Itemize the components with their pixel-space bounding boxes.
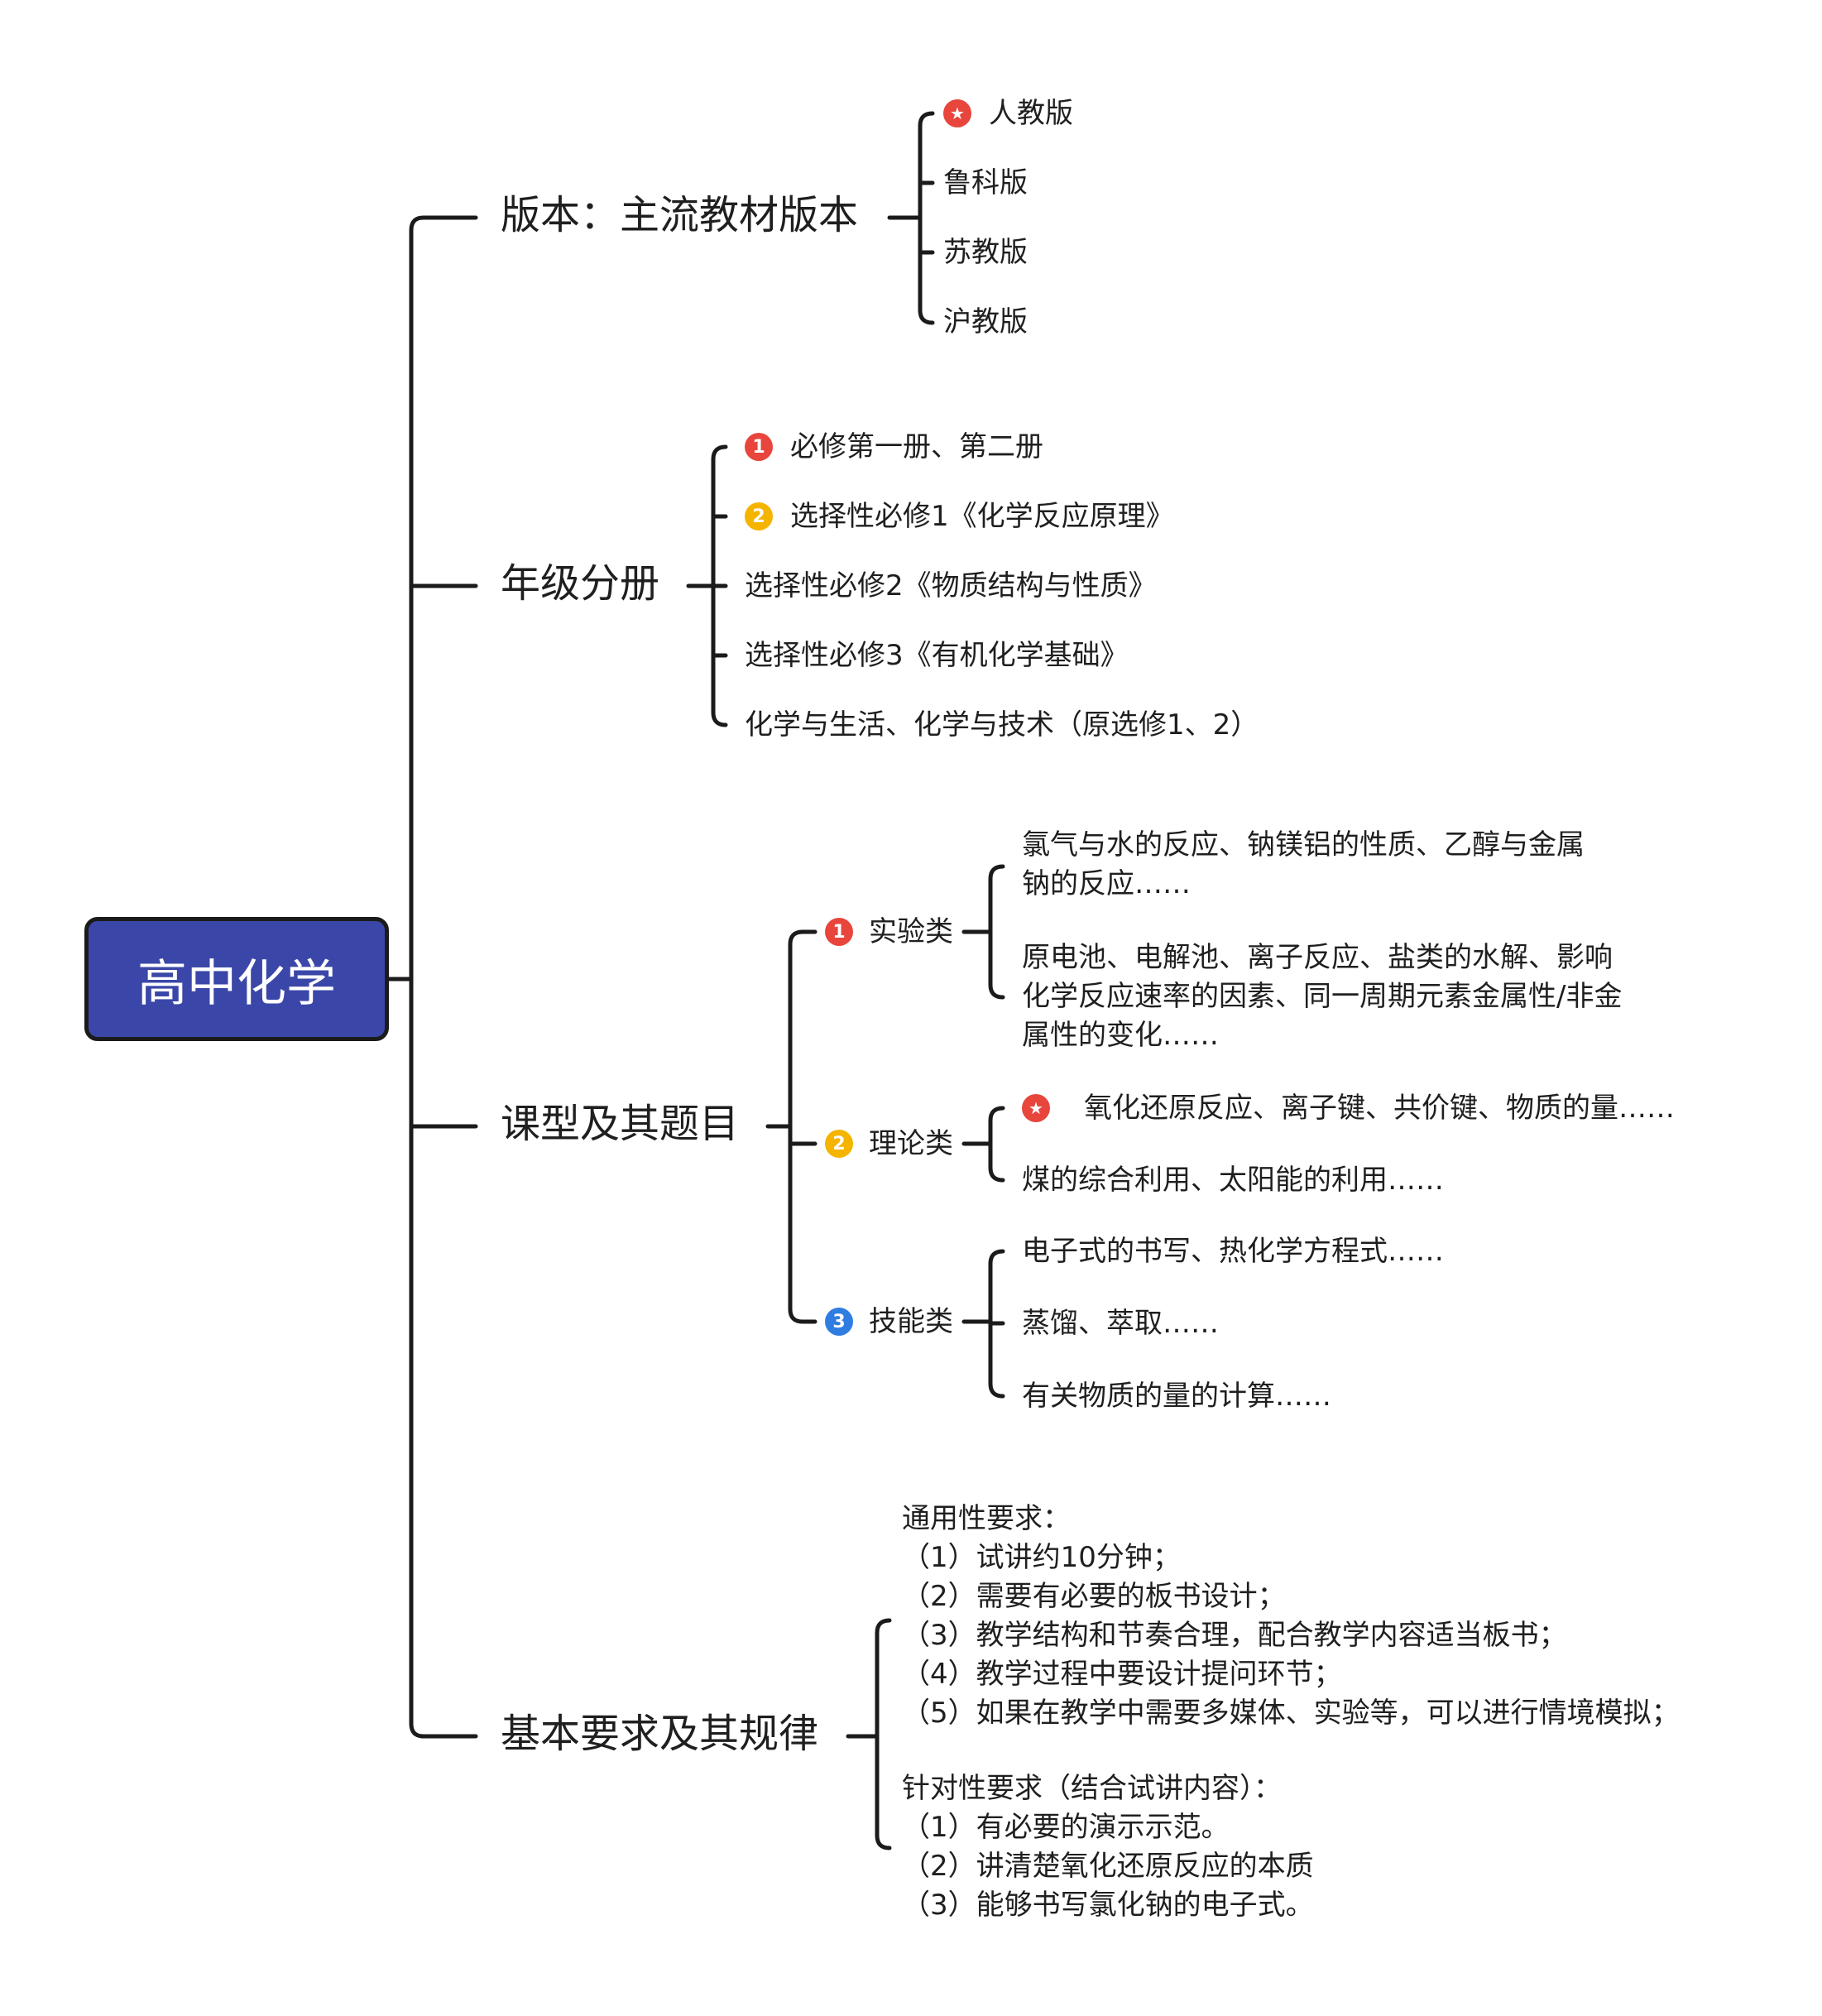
number-3-icon: 3 (825, 1308, 853, 1336)
version-item-2[interactable]: 鲁科版 (943, 166, 1028, 199)
course-group-skill[interactable]: 技能类 (869, 1305, 953, 1338)
grade-item-2[interactable]: 选择性必修1《化学反应原理》 (790, 500, 1174, 533)
skill-item-3[interactable]: 有关物质的量的计算…… (1022, 1380, 1331, 1413)
number-2-icon: 2 (825, 1130, 853, 1158)
grade-item-3[interactable]: 选择性必修2《物质结构与性质》 (745, 569, 1157, 602)
star-icon: ★ (1022, 1094, 1050, 1122)
branch-version-label[interactable]: 版本：主流教材版本 (501, 192, 859, 238)
version-item-4[interactable]: 沪教版 (943, 305, 1028, 338)
theory-item-2[interactable]: 煤的综合利用、太阳能的利用…… (1022, 1164, 1444, 1197)
number-2-icon: 2 (745, 502, 773, 530)
branch-course-label[interactable]: 课型及其题目 (501, 1101, 740, 1147)
skill-item-1[interactable]: 电子式的书写、热化学方程式…… (1022, 1235, 1444, 1268)
branch-requirements-label[interactable]: 基本要求及其规律 (501, 1711, 819, 1757)
skill-item-2[interactable]: 蒸馏、萃取…… (1022, 1307, 1219, 1340)
number-1-icon: 1 (745, 433, 773, 461)
experiment-item-2[interactable]: 原电池、电解池、离子反应、盐类的水解、影响 化学反应速率的因素、同一周期元素金属… (1022, 941, 1623, 1052)
star-icon: ★ (943, 99, 971, 127)
grade-item-1[interactable]: 必修第一册、第二册 (790, 430, 1043, 463)
version-item-1[interactable]: 人教版 (989, 97, 1073, 130)
root-label: 高中化学 (137, 954, 336, 1013)
general-requirements-text[interactable]: 通用性要求： （1）试讲约10分钟； （2）需要有必要的板书设计； （3）教学结… (902, 1502, 1680, 1730)
theory-item-1[interactable]: 氧化还原反应、离子键、共价键、物质的量…… (1084, 1092, 1675, 1125)
experiment-item-1[interactable]: 氯气与水的反应、钠镁铝的性质、乙醇与金属 钠的反应…… (1022, 828, 1585, 900)
grade-item-5[interactable]: 化学与生活、化学与技术（原选修1、2） (745, 708, 1259, 742)
version-item-3[interactable]: 苏教版 (943, 236, 1028, 269)
specific-requirements-text[interactable]: 针对性要求（结合试讲内容）： （1）有必要的演示示范。 （2）讲清楚氧化还原反应… (902, 1772, 1314, 1922)
grade-item-4[interactable]: 选择性必修3《有机化学基础》 (745, 639, 1129, 672)
course-group-experiment[interactable]: 实验类 (869, 915, 953, 948)
course-group-theory[interactable]: 理论类 (869, 1127, 953, 1160)
number-1-icon: 1 (825, 918, 853, 946)
branch-grade-label[interactable]: 年级分册 (501, 560, 660, 607)
root-node[interactable]: 高中化学 (84, 917, 389, 1041)
